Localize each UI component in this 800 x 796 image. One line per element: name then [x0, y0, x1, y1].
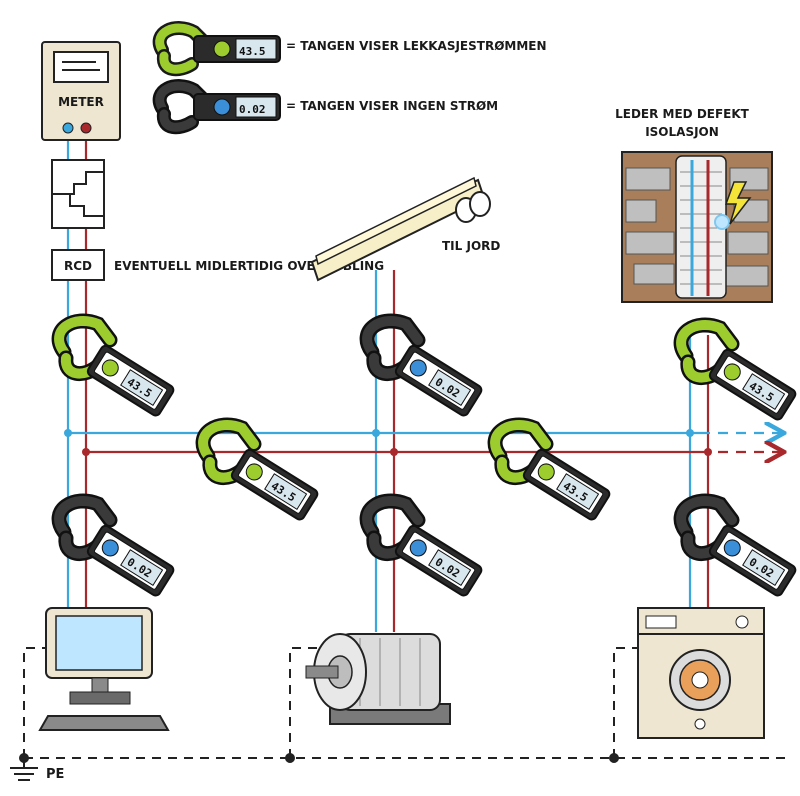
clamp-rcd: 43.5	[51, 313, 175, 417]
fuse-block	[51, 159, 105, 229]
meter-label: METER	[58, 95, 104, 109]
legend-leak-reading: 43.5	[239, 45, 266, 58]
inset-title-line1: LEDER MED DEFEKT	[615, 107, 750, 121]
energy-meter	[41, 41, 121, 141]
rcd-label: RCD	[64, 259, 92, 273]
clamp-bus-left: 43.5	[195, 417, 319, 521]
pe-label: PE	[46, 767, 64, 782]
clamp-pc: 0.02	[51, 493, 175, 597]
inset-title-line2: ISOLASJON	[645, 125, 719, 139]
clamp-lamp-top: 0.02	[359, 313, 483, 417]
clamp-washer-top: 43.5	[673, 317, 797, 421]
washing-machine	[637, 607, 765, 739]
legend-zero-text: = TANGEN VISER INGEN STRØM	[286, 99, 498, 113]
computer	[38, 607, 170, 731]
faulty-insulation-inset	[621, 151, 773, 303]
pe-wiring	[23, 647, 790, 759]
legend-zero-reading: 0.02	[239, 103, 266, 116]
rcd-box	[51, 249, 105, 281]
clamp-bus-right: 43.5	[487, 417, 611, 521]
clamp-washer-bottom: 0.02	[673, 493, 797, 597]
lamp-label: TIL JORD	[442, 239, 500, 253]
legend-leak-clamp-icon: 43.5	[152, 21, 281, 77]
pe-ground-symbol	[10, 753, 619, 781]
clamp-motor: 0.02	[359, 493, 483, 597]
legend-zero-clamp-icon: 0.02	[152, 79, 281, 135]
fluorescent-lamp	[310, 176, 491, 282]
legend-leak-text: = TANGEN VISER LEKKASJESTRØMMEN	[286, 39, 547, 53]
electric-motor	[305, 633, 451, 725]
